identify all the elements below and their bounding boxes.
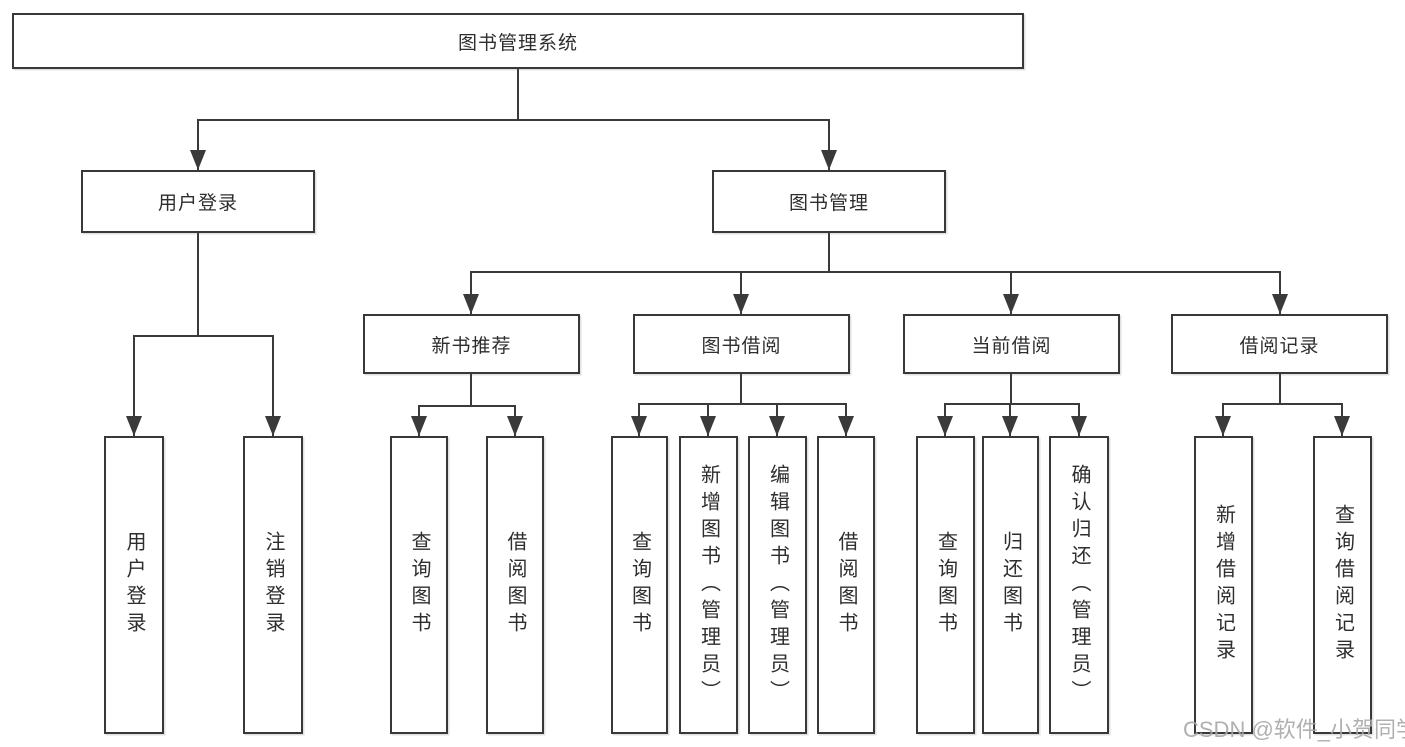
node-current-borrowing: 当前借阅 (903, 314, 1120, 374)
arrowhead-down (507, 416, 523, 436)
node-borrowing-records: 借阅记录 (1171, 314, 1388, 374)
arrowhead-down (937, 416, 953, 436)
node-library-management-system: 图书管理系统 (12, 13, 1024, 69)
arrowhead-down (1215, 416, 1231, 436)
leaf-query-books-current: 查询图书 (916, 436, 975, 734)
connector-line (197, 233, 199, 336)
arrowhead-down (838, 416, 854, 436)
arrowhead-down (700, 416, 716, 436)
leaf-user-login: 用户登录 (104, 436, 164, 734)
leaf-return-books: 归还图书 (982, 436, 1039, 734)
leaf-borrow-books-recommend: 借阅图书 (486, 436, 544, 734)
node-label: 借阅记录 (1239, 335, 1320, 357)
leaf-query-books-recommend: 查询图书 (390, 436, 448, 734)
connector-line (418, 405, 516, 407)
node-label: 图书借阅 (701, 335, 782, 357)
connector-line (272, 335, 274, 436)
connector-line (197, 119, 830, 121)
connector-line (638, 403, 847, 405)
connector-line (133, 335, 135, 436)
node-label: 图书管理 (788, 193, 869, 214)
leaf-label: 确认归还（管理员） (1068, 463, 1090, 707)
leaf-label: 查询图书 (628, 531, 651, 639)
leaf-add-borrow-record: 新增借阅记录 (1194, 436, 1253, 734)
connector-line (1010, 271, 1012, 314)
leaf-label: 编辑图书（管理员） (766, 463, 789, 707)
node-label: 当前借阅 (971, 335, 1052, 357)
connector-line (1279, 271, 1281, 314)
arrowhead-down (411, 416, 427, 436)
node-label: 图书管理系统 (457, 32, 578, 54)
node-new-book-recommend: 新书推荐 (363, 314, 580, 374)
leaf-label: 借阅图书 (504, 531, 526, 639)
leaf-query-borrow-record: 查询借阅记录 (1313, 436, 1372, 734)
leaf-logout: 注销登录 (243, 436, 303, 734)
arrowhead-down (265, 416, 281, 436)
connector-line (828, 233, 830, 273)
connector-line (470, 271, 1281, 273)
arrowhead-down (733, 294, 749, 314)
connector-line (470, 271, 472, 314)
arrowhead-down (126, 416, 142, 436)
connector-line (740, 271, 742, 314)
node-book-management: 图书管理 (712, 170, 946, 233)
leaf-confirm-return-admin: 确认归还（管理员） (1049, 436, 1109, 734)
leaf-label: 用户登录 (123, 531, 145, 639)
leaf-query-books-borrowing: 查询图书 (611, 436, 668, 734)
arrowhead-down (1003, 294, 1019, 314)
connector-line (133, 335, 274, 337)
node-label: 用户登录 (157, 193, 238, 214)
connector-line (517, 69, 519, 120)
connector-line (197, 119, 199, 170)
leaf-label: 查询借阅记录 (1331, 504, 1354, 666)
connector-line (470, 374, 472, 407)
arrowhead-down (821, 150, 837, 170)
leaf-label: 借阅图书 (835, 531, 857, 639)
leaf-label: 归还图书 (999, 531, 1022, 639)
node-user-login: 用户登录 (81, 170, 315, 233)
arrowhead-down (1071, 416, 1087, 436)
connector-line (1010, 374, 1012, 405)
arrowhead-down (631, 416, 647, 436)
arrowhead-down (1002, 416, 1018, 436)
leaf-edit-books-admin: 编辑图书（管理员） (748, 436, 807, 734)
leaf-label: 新增图书（管理员） (697, 463, 720, 707)
arrowhead-down (769, 416, 785, 436)
leaf-label: 查询图书 (408, 531, 430, 639)
connector-line (740, 374, 742, 405)
leaf-borrow-books: 借阅图书 (817, 436, 875, 734)
leaf-label: 查询图书 (934, 531, 957, 639)
arrowhead-down (1334, 416, 1350, 436)
leaf-add-books-admin: 新增图书（管理员） (679, 436, 738, 734)
connector-line (1279, 374, 1281, 405)
arrowhead-down (1272, 294, 1288, 314)
node-book-borrowing: 图书借阅 (633, 314, 850, 374)
leaf-label: 注销登录 (262, 531, 284, 639)
arrowhead-down (463, 294, 479, 314)
connector-line (828, 119, 830, 170)
leaf-label: 新增借阅记录 (1212, 504, 1235, 666)
arrowhead-down (190, 150, 206, 170)
csdn-watermark: CSDN @软件_小贺同学 (1183, 717, 1405, 742)
connector-line (944, 403, 1080, 405)
node-label: 新书推荐 (431, 335, 512, 357)
connector-line (1222, 403, 1343, 405)
